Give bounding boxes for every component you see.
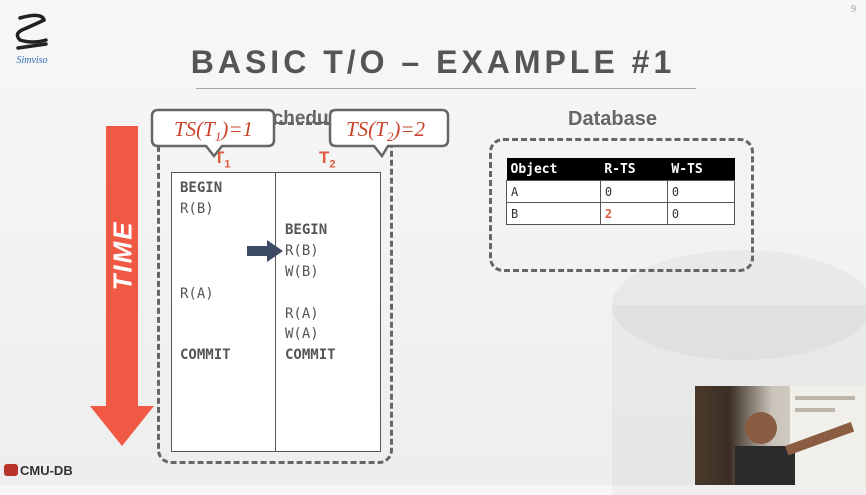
t1-op-begin: BEGIN <box>180 180 223 196</box>
time-arrow-icon <box>90 126 154 446</box>
database-frame <box>489 138 754 272</box>
time-label: TIME <box>107 220 138 291</box>
schedule-label: Schedule <box>260 108 345 129</box>
database-table: Object R-TS W-TS A 0 0 B 2 0 <box>506 158 736 225</box>
t2-op-write-a: W(A) <box>285 326 319 342</box>
cell-object: A <box>506 180 601 203</box>
presenter-webcam-image <box>695 386 866 485</box>
t2-header: T2 <box>319 148 336 171</box>
t1-op-read-b: R(B) <box>180 201 214 217</box>
cmu-db-text: CMU-DB <box>20 463 73 478</box>
t2-op-read-a: R(A) <box>285 306 319 322</box>
page-number: 9 <box>851 4 856 15</box>
table-row: B 2 0 <box>506 202 736 225</box>
current-operation-arrow-icon <box>247 240 283 262</box>
column-header-object: Object <box>506 158 601 181</box>
database-title: Database <box>568 108 657 130</box>
t2-timestamp-callout: TS(T2)=2 <box>346 117 426 145</box>
timestamp-callouts <box>150 108 450 158</box>
column-header-r-ts: R-TS <box>600 158 668 181</box>
table-header-row: Object R-TS W-TS <box>506 158 735 181</box>
t2-op-commit: COMMIT <box>285 347 336 363</box>
t2-op-write-b: W(B) <box>285 264 319 280</box>
cell-r-ts: 0 <box>599 180 668 203</box>
t1-timestamp-callout: TS(T1)=1 <box>174 117 254 145</box>
slide-title: BASIC T/O – EXAMPLE #1 <box>190 44 676 80</box>
logo-text: Simviso <box>16 55 48 66</box>
schedule-table <box>171 172 381 452</box>
column-header-w-ts: W-TS <box>667 158 735 181</box>
title-divider <box>196 88 696 89</box>
cmu-db-brand: CMU-DB <box>4 463 73 478</box>
t1-header: T1 <box>214 148 231 171</box>
simviso-logo-icon <box>15 13 48 50</box>
table-row: A 0 0 <box>506 180 736 203</box>
t1-op-commit: COMMIT <box>180 347 231 363</box>
cell-r-ts-updated: 2 <box>599 202 668 225</box>
schedule-column-divider <box>275 172 276 452</box>
t1-op-read-a: R(A) <box>180 286 214 302</box>
t2-op-read-b: R(B) <box>285 243 319 259</box>
t2-op-begin: BEGIN <box>285 222 328 238</box>
cell-w-ts: 0 <box>666 202 736 225</box>
presenter-figure-icon <box>735 386 866 485</box>
database-logo-icon <box>4 464 18 476</box>
cell-w-ts: 0 <box>666 180 736 203</box>
cell-object: B <box>506 202 601 225</box>
